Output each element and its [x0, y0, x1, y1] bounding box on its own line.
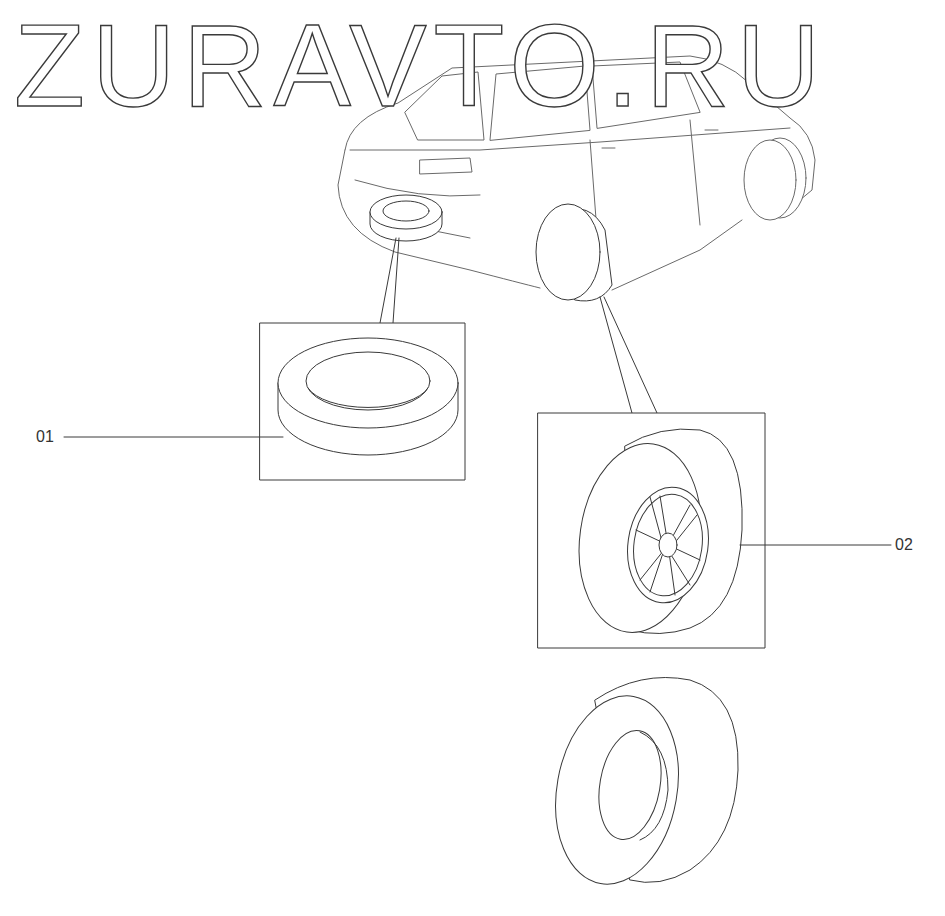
ring-part — [278, 338, 458, 455]
leader-line — [600, 297, 632, 413]
inset-frame — [260, 323, 465, 480]
rear-wheel — [536, 204, 612, 301]
callout-number: 02 — [895, 537, 913, 553]
callout-leader — [740, 545, 891, 546]
wheel-assembly — [567, 429, 742, 640]
tyre-part — [541, 678, 738, 894]
leader-line — [604, 297, 657, 413]
spare-ring-on-car — [370, 195, 442, 241]
callout-leader — [64, 437, 283, 438]
watermark: ZURAVTO.RU — [14, 8, 827, 124]
callout-number: 01 — [36, 429, 54, 445]
leader-line — [393, 238, 399, 323]
front-wheel — [744, 138, 806, 220]
inset-frame — [538, 413, 765, 648]
